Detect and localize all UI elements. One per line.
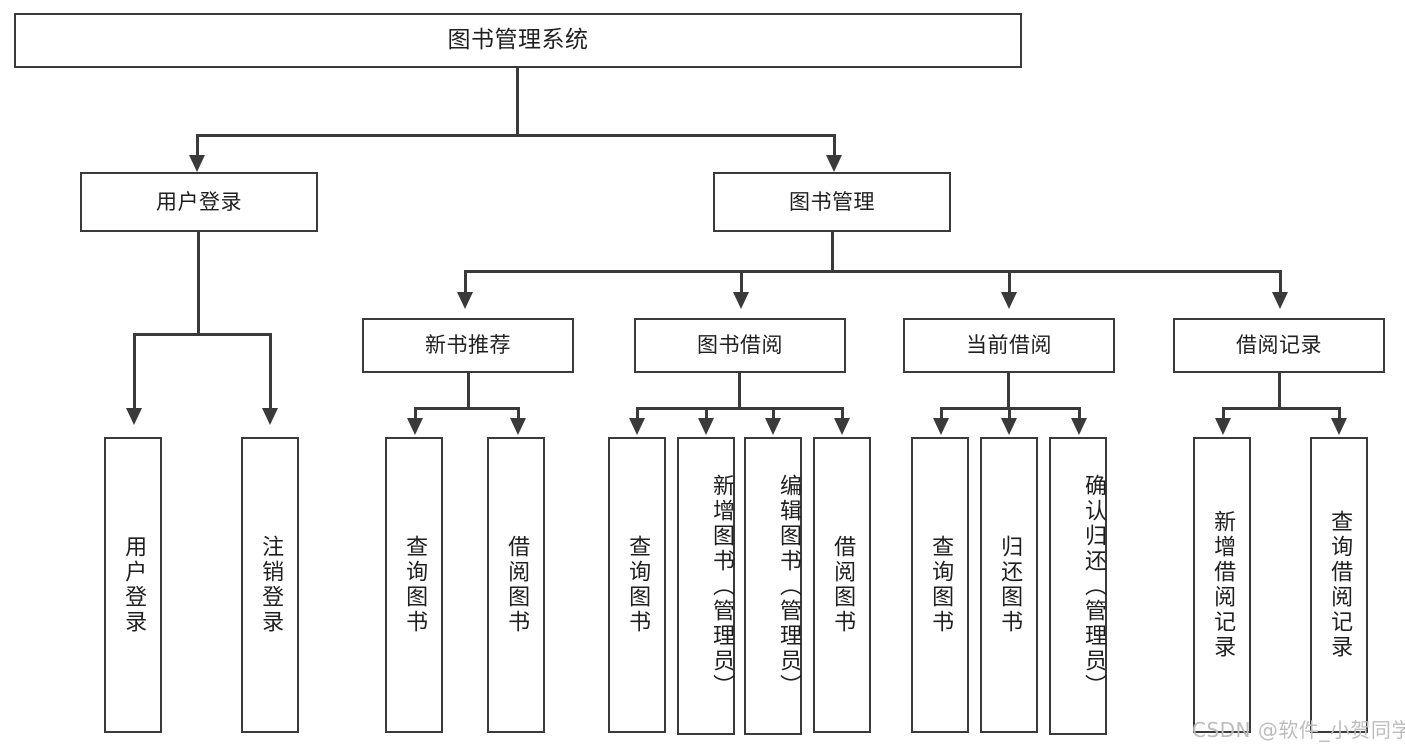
leaf-book-borrow-add-book-admin[interactable]: 新增图书（管理员） [677,437,735,735]
connector-book-borrow-branch-4 [841,407,844,421]
node-root-system[interactable]: 图书管理系统 [14,13,1022,68]
connector-user-login-stem [197,232,200,335]
arrow-new-book-leaf-1 [407,418,423,435]
connector-borrow-record-bus [1222,407,1341,410]
leaf-borrow-record-add-record[interactable]: 新增借阅记录 [1193,437,1251,733]
arrow-book-borrow-leaf-1 [629,418,645,435]
connector-book-mgmt-branch-1 [464,270,467,298]
connector-new-book-stem [467,373,470,409]
connector-current-borrow-branch-1 [940,407,943,421]
connector-book-mgmt-branch-2 [740,270,743,298]
connector-borrow-record-branch-1 [1222,407,1225,421]
connector-current-borrow-stem [1007,373,1010,409]
leaf-new-book-query-book[interactable]: 查询图书 [385,437,443,733]
connector-borrow-record-branch-2 [1338,407,1341,421]
connector-borrow-record-stem [1278,373,1281,409]
connector-book-borrow-stem [738,373,741,409]
arrow-root-to-book-mgmt [826,155,842,172]
connector-current-borrow-branch-2 [1008,407,1011,421]
leaf-user-login-logout[interactable]: 注销登录 [241,437,299,733]
arrow-book-mgmt-to-current-borrow [1001,292,1017,309]
arrow-user-login-leaf-2 [262,408,278,425]
arrow-current-borrow-leaf-2 [1001,418,1017,435]
connector-book-mgmt-stem [831,232,834,272]
connector-user-login-branch-2 [269,333,272,413]
connector-book-mgmt-bus [464,270,1282,273]
arrow-user-login-leaf-1 [126,408,142,425]
connector-new-book-branch-2 [517,407,520,421]
leaf-book-borrow-query-book[interactable]: 查询图书 [608,437,666,733]
connector-root-to-book-mgmt [833,134,836,162]
leaf-user-login-login[interactable]: 用户登录 [104,437,162,733]
node-book-management[interactable]: 图书管理 [713,172,951,232]
leaf-current-borrow-query-book[interactable]: 查询图书 [911,437,969,733]
connector-book-borrow-bus [636,407,844,410]
connector-book-mgmt-branch-4 [1279,270,1282,298]
leaf-book-borrow-edit-book-admin[interactable]: 编辑图书（管理员） [744,437,802,735]
leaf-book-borrow-borrow-book[interactable]: 借阅图书 [813,437,871,733]
arrow-new-book-leaf-2 [510,418,526,435]
connector-user-login-bus [133,333,272,336]
arrow-book-mgmt-to-borrow-record [1272,292,1288,309]
arrow-current-borrow-leaf-1 [933,418,949,435]
connector-new-book-branch-1 [414,407,417,421]
connector-new-book-bus [414,407,520,410]
connector-current-borrow-branch-3 [1078,407,1081,421]
node-current-borrow[interactable]: 当前借阅 [903,318,1115,373]
connector-root-to-user-login [196,134,199,162]
connector-root-bus [196,134,836,137]
leaf-current-borrow-return-book[interactable]: 归还图书 [980,437,1038,733]
arrow-book-borrow-leaf-2 [698,418,714,435]
arrow-root-to-user-login [189,155,205,172]
arrow-book-mgmt-to-new-book [457,292,473,309]
connector-book-borrow-branch-1 [636,407,639,421]
node-user-login[interactable]: 用户登录 [80,172,318,232]
arrow-book-mgmt-to-book-borrow [733,292,749,309]
node-new-book-recommend[interactable]: 新书推荐 [362,318,574,373]
node-book-borrow[interactable]: 图书借阅 [634,318,846,373]
arrow-book-borrow-leaf-3 [765,418,781,435]
arrow-borrow-record-leaf-1 [1215,418,1231,435]
leaf-new-book-borrow-book[interactable]: 借阅图书 [487,437,545,733]
connector-book-mgmt-branch-3 [1008,270,1011,298]
connector-root-stem [516,68,519,136]
connector-user-login-branch-1 [133,333,136,413]
arrow-current-borrow-leaf-3 [1071,418,1087,435]
node-borrow-record[interactable]: 借阅记录 [1173,318,1385,373]
leaf-current-borrow-confirm-return-admin[interactable]: 确认归还（管理员） [1049,437,1107,735]
arrow-borrow-record-leaf-2 [1331,418,1347,435]
leaf-borrow-record-query-record[interactable]: 查询借阅记录 [1310,437,1368,733]
connector-book-borrow-branch-3 [772,407,775,421]
arrow-book-borrow-leaf-4 [834,418,850,435]
connector-book-borrow-branch-2 [705,407,708,421]
